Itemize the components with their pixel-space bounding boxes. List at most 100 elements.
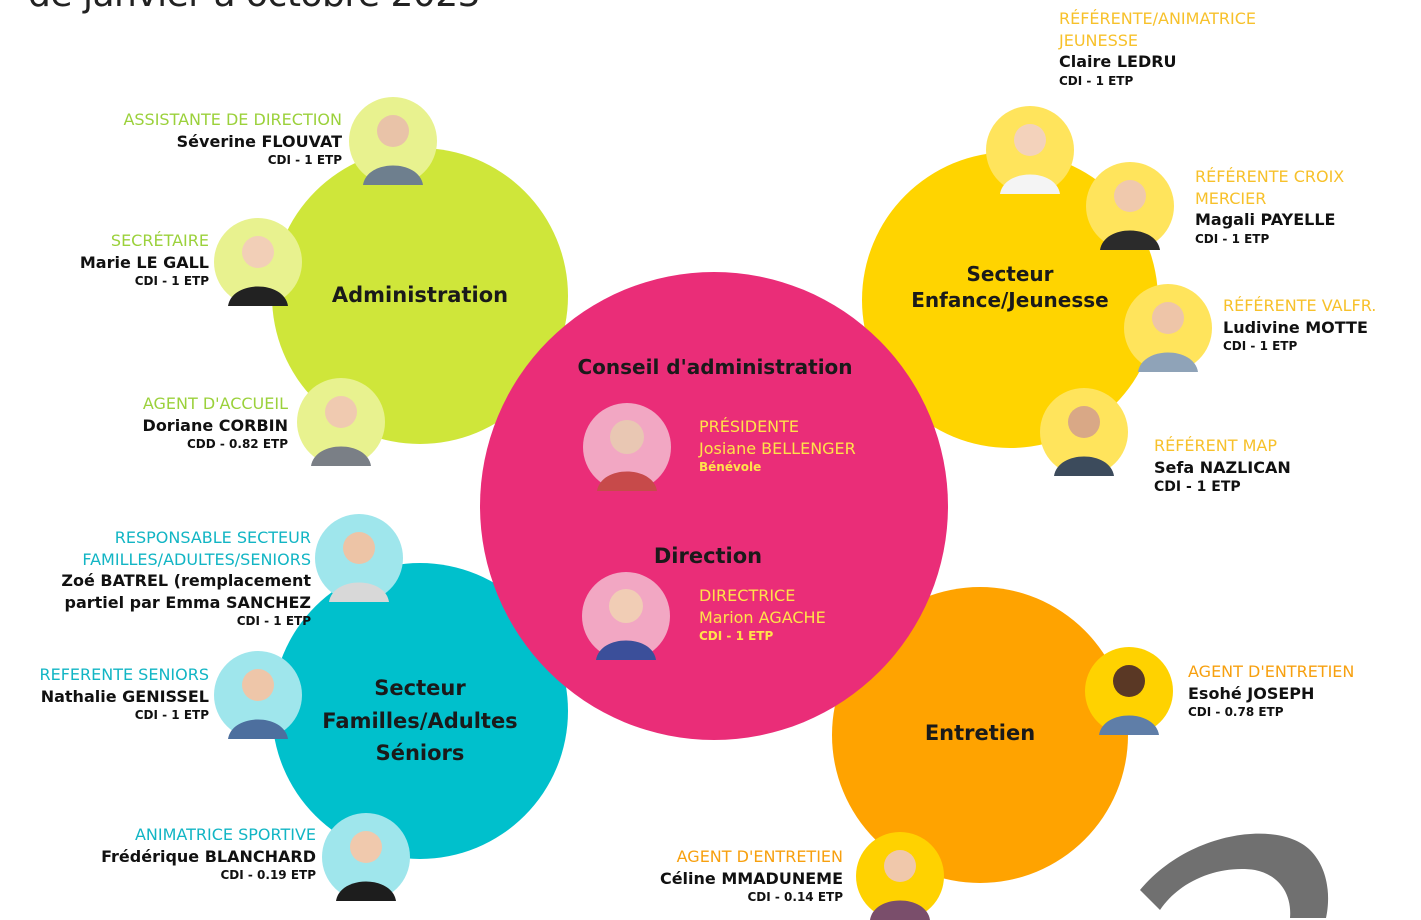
portrait-icon [311,396,371,466]
portrait-icon [363,115,423,185]
sector-title-enfance: Secteur Enfance/Jeunesse [880,261,1140,313]
direction-title: Direction [653,544,763,568]
celine-info: AGENT D'ENTRETIEN Céline MMADUNEME CDI -… [660,846,843,905]
zoe-avatar [315,514,403,602]
celine-contract: CDI - 0.14 ETP [747,890,843,905]
president-role: PRÉSIDENTE [699,417,800,436]
director-role: DIRECTRICE [699,586,796,605]
zoe-info: RESPONSABLE SECTEUR FAMILLES/ADULTES/SEN… [61,527,311,630]
president-avatar [583,403,671,491]
portrait-icon [228,669,288,739]
nathalie-avatar [214,651,302,739]
frederique-info: ANIMATRICE SPORTIVE Frédérique BLANCHARD… [101,824,316,883]
sector-title-familles: Secteur Familles/Adultes Séniors [300,672,540,770]
doriane-contract: CDD - 0.82 ETP [186,437,288,452]
president-info: PRÉSIDENTE Josiane BELLENGER Bénévole [699,416,856,475]
esohe-name: Esohé JOSEPH [1188,683,1315,703]
severine-role: ASSISTANTE DE DIRECTION [123,110,342,129]
doriane-role: AGENT D'ACCUEIL [142,394,288,413]
director-info: DIRECTRICE Marion AGACHE CDI - 1 ETP [699,585,826,644]
director-contract: CDI - 1 ETP [699,629,774,644]
portrait-icon [336,831,396,901]
sector-title-admin: Administration [331,283,509,307]
claire-avatar [986,106,1074,194]
nathalie-name: Nathalie GENISSEL [40,686,209,706]
marie-contract: CDI - 1 ETP [134,274,209,289]
zoe-name-line2: partiel par Emma SANCHEZ [64,592,312,612]
doriane-name: Doriane CORBIN [142,415,288,435]
ludivine-contract: CDI - 1 ETP [1223,339,1298,354]
ca-title: Conseil d'administration [577,355,853,379]
marie-info: SECRÉTAIRE Marie LE GALL CDI - 1 ETP [80,230,209,289]
sector-title-enfance-line2: Enfance/Jeunesse [911,288,1109,312]
ludivine-role: RÉFÉRENTE VALFR. [1223,296,1377,315]
page-subtitle: de janvier à octobre 2023 [28,0,481,15]
frederique-contract: CDI - 0.19 ETP [220,868,316,883]
claire-role-line1: RÉFÉRENTE/ANIMATRICE [1059,9,1257,28]
sector-title-familles-line3: Séniors [375,741,465,766]
decorative-swoosh [1140,833,1329,918]
magali-contract: CDI - 1 ETP [1195,231,1270,246]
zoe-role-line1: RESPONSABLE SECTEUR [114,528,311,547]
director-name: Marion AGACHE [699,607,826,627]
sector-title-enfance-line1: Secteur [966,262,1054,286]
celine-name: Céline MMADUNEME [659,868,843,888]
director-avatar [582,572,670,660]
sefa-info: RÉFÉRENT MAP Sefa NAZLICAN CDI - 1 ETP [1154,435,1291,497]
zoe-role-line2: FAMILLES/ADULTES/SENIORS [82,549,311,569]
claire-info: RÉFÉRENTE/ANIMATRICE JEUNESSE Claire LED… [1059,8,1256,89]
sector-title-entretien: Entretien [924,721,1036,745]
claire-contract: CDI - 1 ETP [1059,73,1134,88]
marie-avatar [214,218,302,306]
severine-contract: CDI - 1 ETP [267,153,342,168]
portrait-icon [1100,180,1160,250]
sefa-contract: CDI - 1 ETP [1154,479,1241,496]
nathalie-info: REFERENTE SENIORS Nathalie GENISSEL CDI … [39,664,209,723]
zoe-name-line1: Zoé BATREL (remplacement [61,571,311,591]
sector-title-familles-line1: Secteur [374,676,466,700]
frederique-name: Frédérique BLANCHARD [101,846,316,866]
portrait-icon [1138,302,1198,372]
president-contract: Bénévole [699,460,762,475]
magali-avatar [1086,162,1174,250]
severine-avatar [349,97,437,185]
portrait-icon [1000,124,1060,194]
sefa-avatar [1040,388,1128,476]
portrait-icon [228,236,288,306]
portrait-icon [597,420,657,491]
zoe-contract: CDI - 1 ETP [236,614,311,629]
portrait-icon [870,850,930,920]
nathalie-contract: CDI - 1 ETP [134,708,209,723]
sector-title-familles-line2: Familles/Adultes [322,708,518,733]
magali-role-line1: RÉFÉRENTE CROIX [1195,167,1345,186]
severine-name: Séverine FLOUVAT [176,131,342,151]
doriane-avatar [297,378,385,466]
marie-name: Marie LE GALL [79,252,209,272]
marie-role: SECRÉTAIRE [110,231,209,250]
claire-name: Claire LEDRU [1059,52,1177,72]
president-name: Josiane BELLENGER [699,438,856,458]
ludivine-name: Ludivine MOTTE [1223,317,1368,337]
portrait-icon [329,532,389,602]
doriane-info: AGENT D'ACCUEIL Doriane CORBIN CDD - 0.8… [143,393,288,452]
severine-info: ASSISTANTE DE DIRECTION Séverine FLOUVAT… [123,109,342,168]
esohe-role: AGENT D'ENTRETIEN [1188,662,1355,681]
nathalie-role: REFERENTE SENIORS [39,665,209,684]
center-circle [480,272,948,740]
portrait-icon [1054,406,1114,476]
claire-role-line2: JEUNESSE [1059,30,1139,50]
sefa-role: RÉFÉRENT MAP [1154,436,1277,455]
frederique-avatar [322,813,410,901]
ludivine-info: RÉFÉRENTE VALFR. Ludivine MOTTE CDI - 1 … [1223,295,1376,354]
portrait-icon [596,589,656,660]
magali-info: RÉFÉRENTE CROIX MERCIER Magali PAYELLE C… [1195,166,1344,247]
magali-name: Magali PAYELLE [1195,210,1336,230]
celine-avatar [856,832,944,920]
portrait-icon [1099,665,1159,735]
celine-role: AGENT D'ENTRETIEN [676,847,843,866]
magali-role-line2: MERCIER [1195,188,1267,208]
frederique-role: ANIMATRICE SPORTIVE [134,825,316,844]
sefa-name: Sefa NAZLICAN [1154,457,1291,477]
esohe-contract: CDI - 0.78 ETP [1188,705,1284,720]
ludivine-avatar [1124,284,1212,372]
